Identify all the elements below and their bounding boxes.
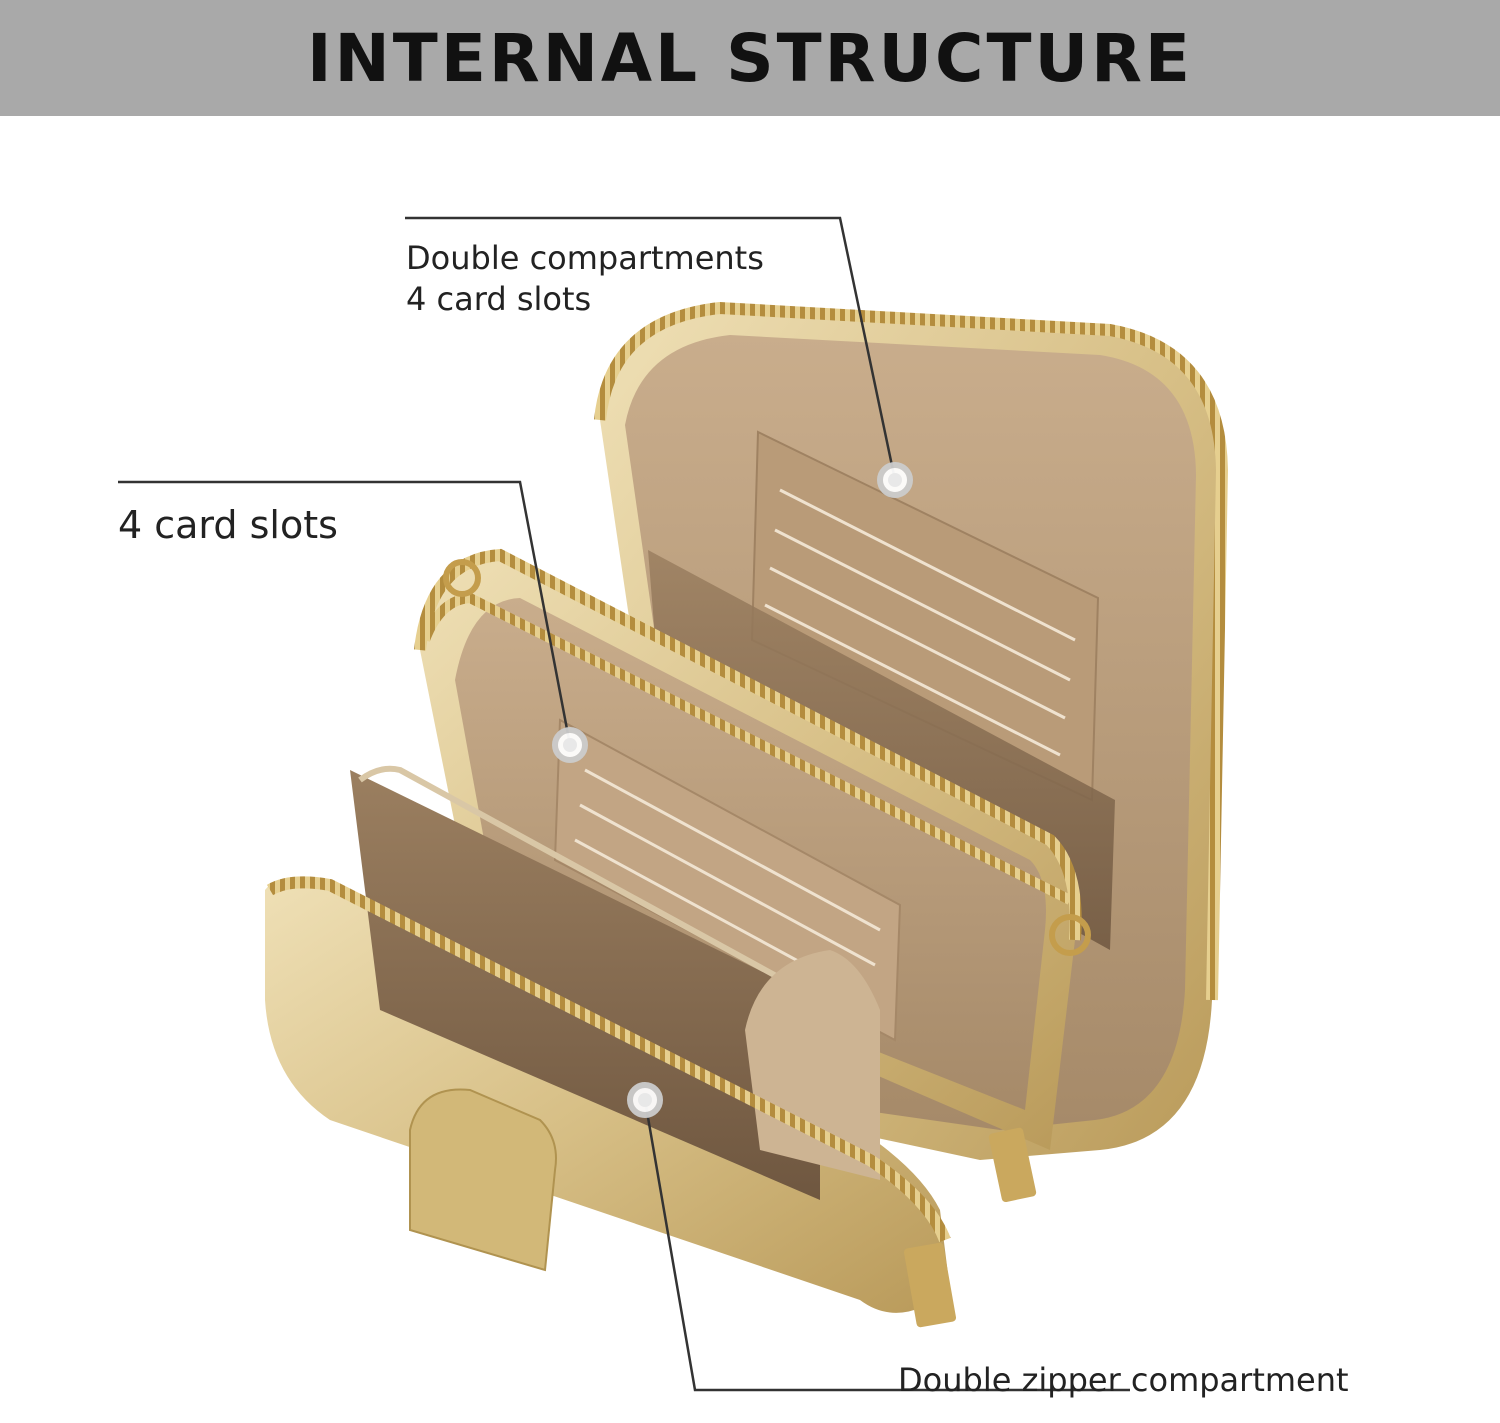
header-bar: INTERNAL STRUCTURE [0,0,1500,116]
callout-compartments-line1: Double compartments [406,239,764,277]
middle-compartment [414,548,1082,1150]
callout-line-compartments [405,216,897,481]
callout-lines [118,216,1130,1392]
front-compartment [265,559,1091,1328]
callout-compartments-line2: 4 card slots [406,280,592,318]
callout-line-middle [118,480,572,746]
callout-dots [552,462,913,1118]
page-title: INTERNAL STRUCTURE [307,19,1193,97]
callout-middle-card-slots: 4 card slots [118,503,338,547]
callout-line-zipper [643,1099,1130,1392]
callout-zipper-compartment: Double zipper compartment [898,1361,1349,1399]
callout-compartments: Double compartments 4 card slots [406,238,764,320]
